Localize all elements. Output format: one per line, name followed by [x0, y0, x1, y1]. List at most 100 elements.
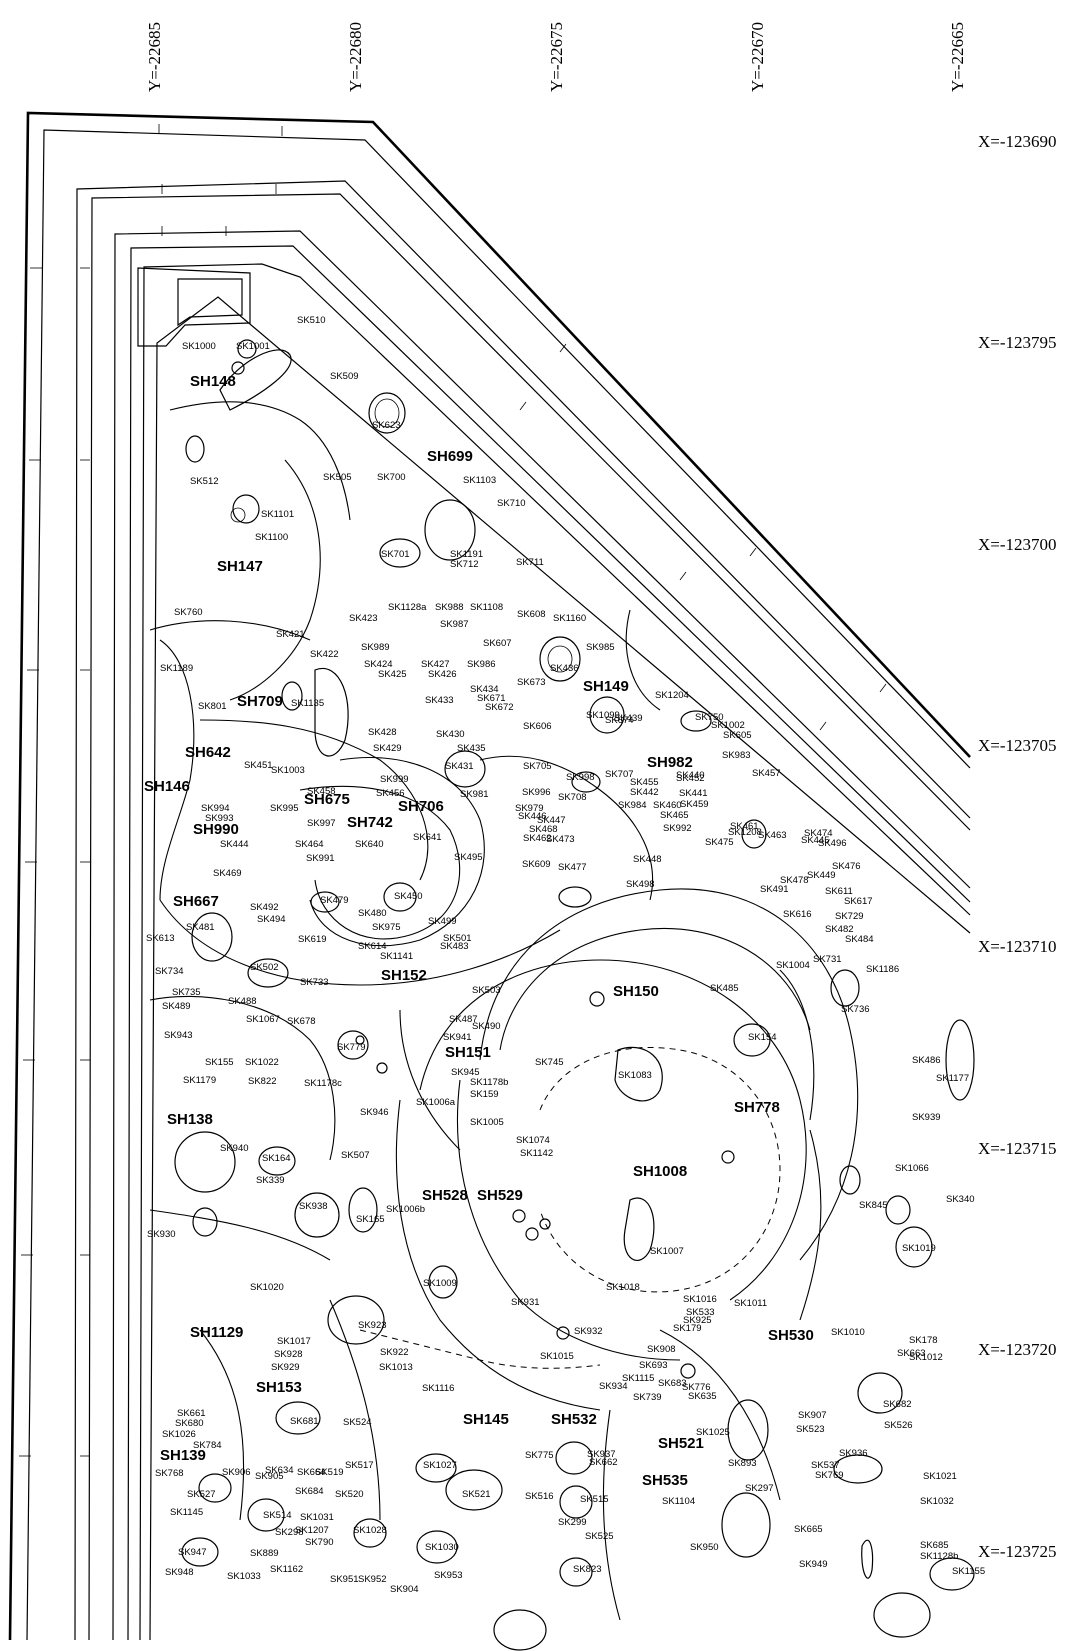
pit-label: SK934: [599, 1381, 628, 1392]
pit-label: SK1191: [450, 549, 483, 560]
pit-label: SK707: [605, 769, 634, 780]
pit-label: SK739: [633, 1392, 662, 1403]
pit-label: SK779: [337, 1042, 366, 1053]
pit-label: SK923: [358, 1320, 387, 1331]
pit-shape-sk790: [559, 1557, 593, 1587]
pit-label: SK1179: [183, 1075, 216, 1086]
pit-shape: [185, 435, 205, 463]
pit-label: SK488: [228, 996, 257, 1007]
dwelling-label: SH675: [304, 791, 350, 808]
pit-shape-sk623: [368, 392, 406, 434]
pit-label: SK468: [529, 824, 558, 835]
pit-label: SK1074: [516, 1135, 550, 1146]
pit-label: SK469: [213, 868, 242, 879]
pit-label: SK998: [566, 772, 595, 783]
pit-label: SK514: [263, 1510, 292, 1521]
pit-label: SK997: [307, 818, 336, 829]
pit-shape-sk165: [895, 1226, 933, 1268]
pit-label: SK710: [497, 498, 526, 509]
pit-label: SK1186: [866, 964, 899, 975]
pit-label: SK776: [682, 1382, 711, 1393]
pit-label: SK435: [457, 743, 486, 754]
pit-label: SK461: [730, 821, 759, 832]
grid-y-label: Y=-22680: [346, 22, 365, 92]
pit-label: SK1178c: [304, 1078, 342, 1089]
pit-label: SK475: [705, 837, 734, 848]
pit-label: SK509: [330, 371, 359, 382]
dwelling-label: SH532: [551, 1411, 597, 1428]
dwelling-label: SH990: [193, 821, 239, 838]
pit-label: SK1099: [586, 710, 620, 721]
pit-label: SK523: [796, 1424, 825, 1435]
pit-shape-sk498: [310, 891, 340, 913]
pit-label: SK455: [630, 777, 659, 788]
pit-label: SK1067: [246, 1014, 280, 1025]
pit-label: SK1019: [902, 1243, 936, 1254]
dwelling-label: SH1008: [633, 1163, 687, 1180]
pit-label: SK457: [752, 768, 781, 779]
pit-shape: [374, 398, 400, 428]
pit-label: SK1160: [553, 613, 586, 624]
pit-label: SK1204: [655, 690, 689, 701]
terrace-line: [112, 230, 971, 1641]
pit-label: SK517: [345, 1460, 374, 1471]
pit-shape: [376, 1062, 388, 1074]
dwelling-label: SH148: [190, 373, 236, 390]
terrace-line: [88, 193, 971, 1641]
pit-label: SK537: [811, 1460, 840, 1471]
dwelling-label: SH642: [185, 744, 231, 761]
dwelling-label: SH529: [477, 1187, 523, 1204]
pit-label: SK507: [341, 1150, 370, 1161]
pit-label: SK640: [355, 839, 384, 850]
pit-shape-sk1145: [721, 1492, 771, 1558]
pit-label: SK1155: [952, 1566, 985, 1577]
dwelling-outline: [399, 1009, 461, 1151]
pit-label: SK991: [306, 853, 335, 864]
pit-label: SK907: [798, 1410, 827, 1421]
pit-label: SK678: [287, 1016, 316, 1027]
pit-label: SK501: [443, 933, 472, 944]
pit-label: SK701: [381, 549, 410, 560]
pit-label: SK760: [174, 607, 203, 618]
pit-label: SK1015: [540, 1351, 574, 1362]
dwelling-outline: [229, 459, 321, 701]
pit-label: SK930: [147, 1229, 176, 1240]
dwelling-label: SH535: [642, 1472, 688, 1489]
pit-label: SK784: [193, 1440, 222, 1451]
pit-label: SK521: [462, 1489, 491, 1500]
pit-label: SK735: [172, 987, 201, 998]
pit-label: SK634: [265, 1465, 294, 1476]
dwelling-outline-dashed: [359, 1329, 601, 1369]
pit-label: SK952: [358, 1574, 387, 1585]
pit-label: SK527: [187, 1489, 216, 1500]
pit-label: SK607: [483, 638, 512, 649]
pit-label: SK431: [445, 761, 474, 772]
pit-label: SK734: [155, 966, 184, 977]
dwelling-label: SH149: [583, 678, 629, 695]
pit-label: SK1017: [277, 1336, 311, 1347]
pit-shape: [348, 1187, 378, 1233]
pit-label: SK1033: [227, 1571, 261, 1582]
pit-label: SK1030: [425, 1542, 459, 1553]
pit-shape: [589, 991, 605, 1007]
pit-label: SK951: [330, 1574, 359, 1585]
pit-shape: [230, 507, 246, 523]
dwelling-outline: [299, 785, 461, 940]
grid-x-label: X=-123725: [978, 1542, 1057, 1561]
dwelling-label: SH706: [398, 798, 444, 815]
pit-label: SK421: [276, 629, 305, 640]
dwelling-outline: [199, 1329, 245, 1521]
pit-label: SK503: [472, 985, 501, 996]
pit-label: SK1020: [250, 1282, 284, 1293]
pit-label: SK524: [343, 1417, 372, 1428]
pit-label: SK975: [372, 922, 401, 933]
pit-shape-sk499: [191, 912, 233, 962]
pit-shape: [830, 969, 860, 1007]
pit-shape-sk934: [275, 1401, 321, 1435]
pit-label: SK661: [177, 1408, 206, 1419]
pit-label: SK178: [909, 1335, 938, 1346]
pit-label: SK459: [680, 799, 709, 810]
pit-label: SK450: [394, 891, 423, 902]
pit-shape-sk1104: [353, 1518, 387, 1548]
pit-label: SK928: [274, 1349, 303, 1360]
